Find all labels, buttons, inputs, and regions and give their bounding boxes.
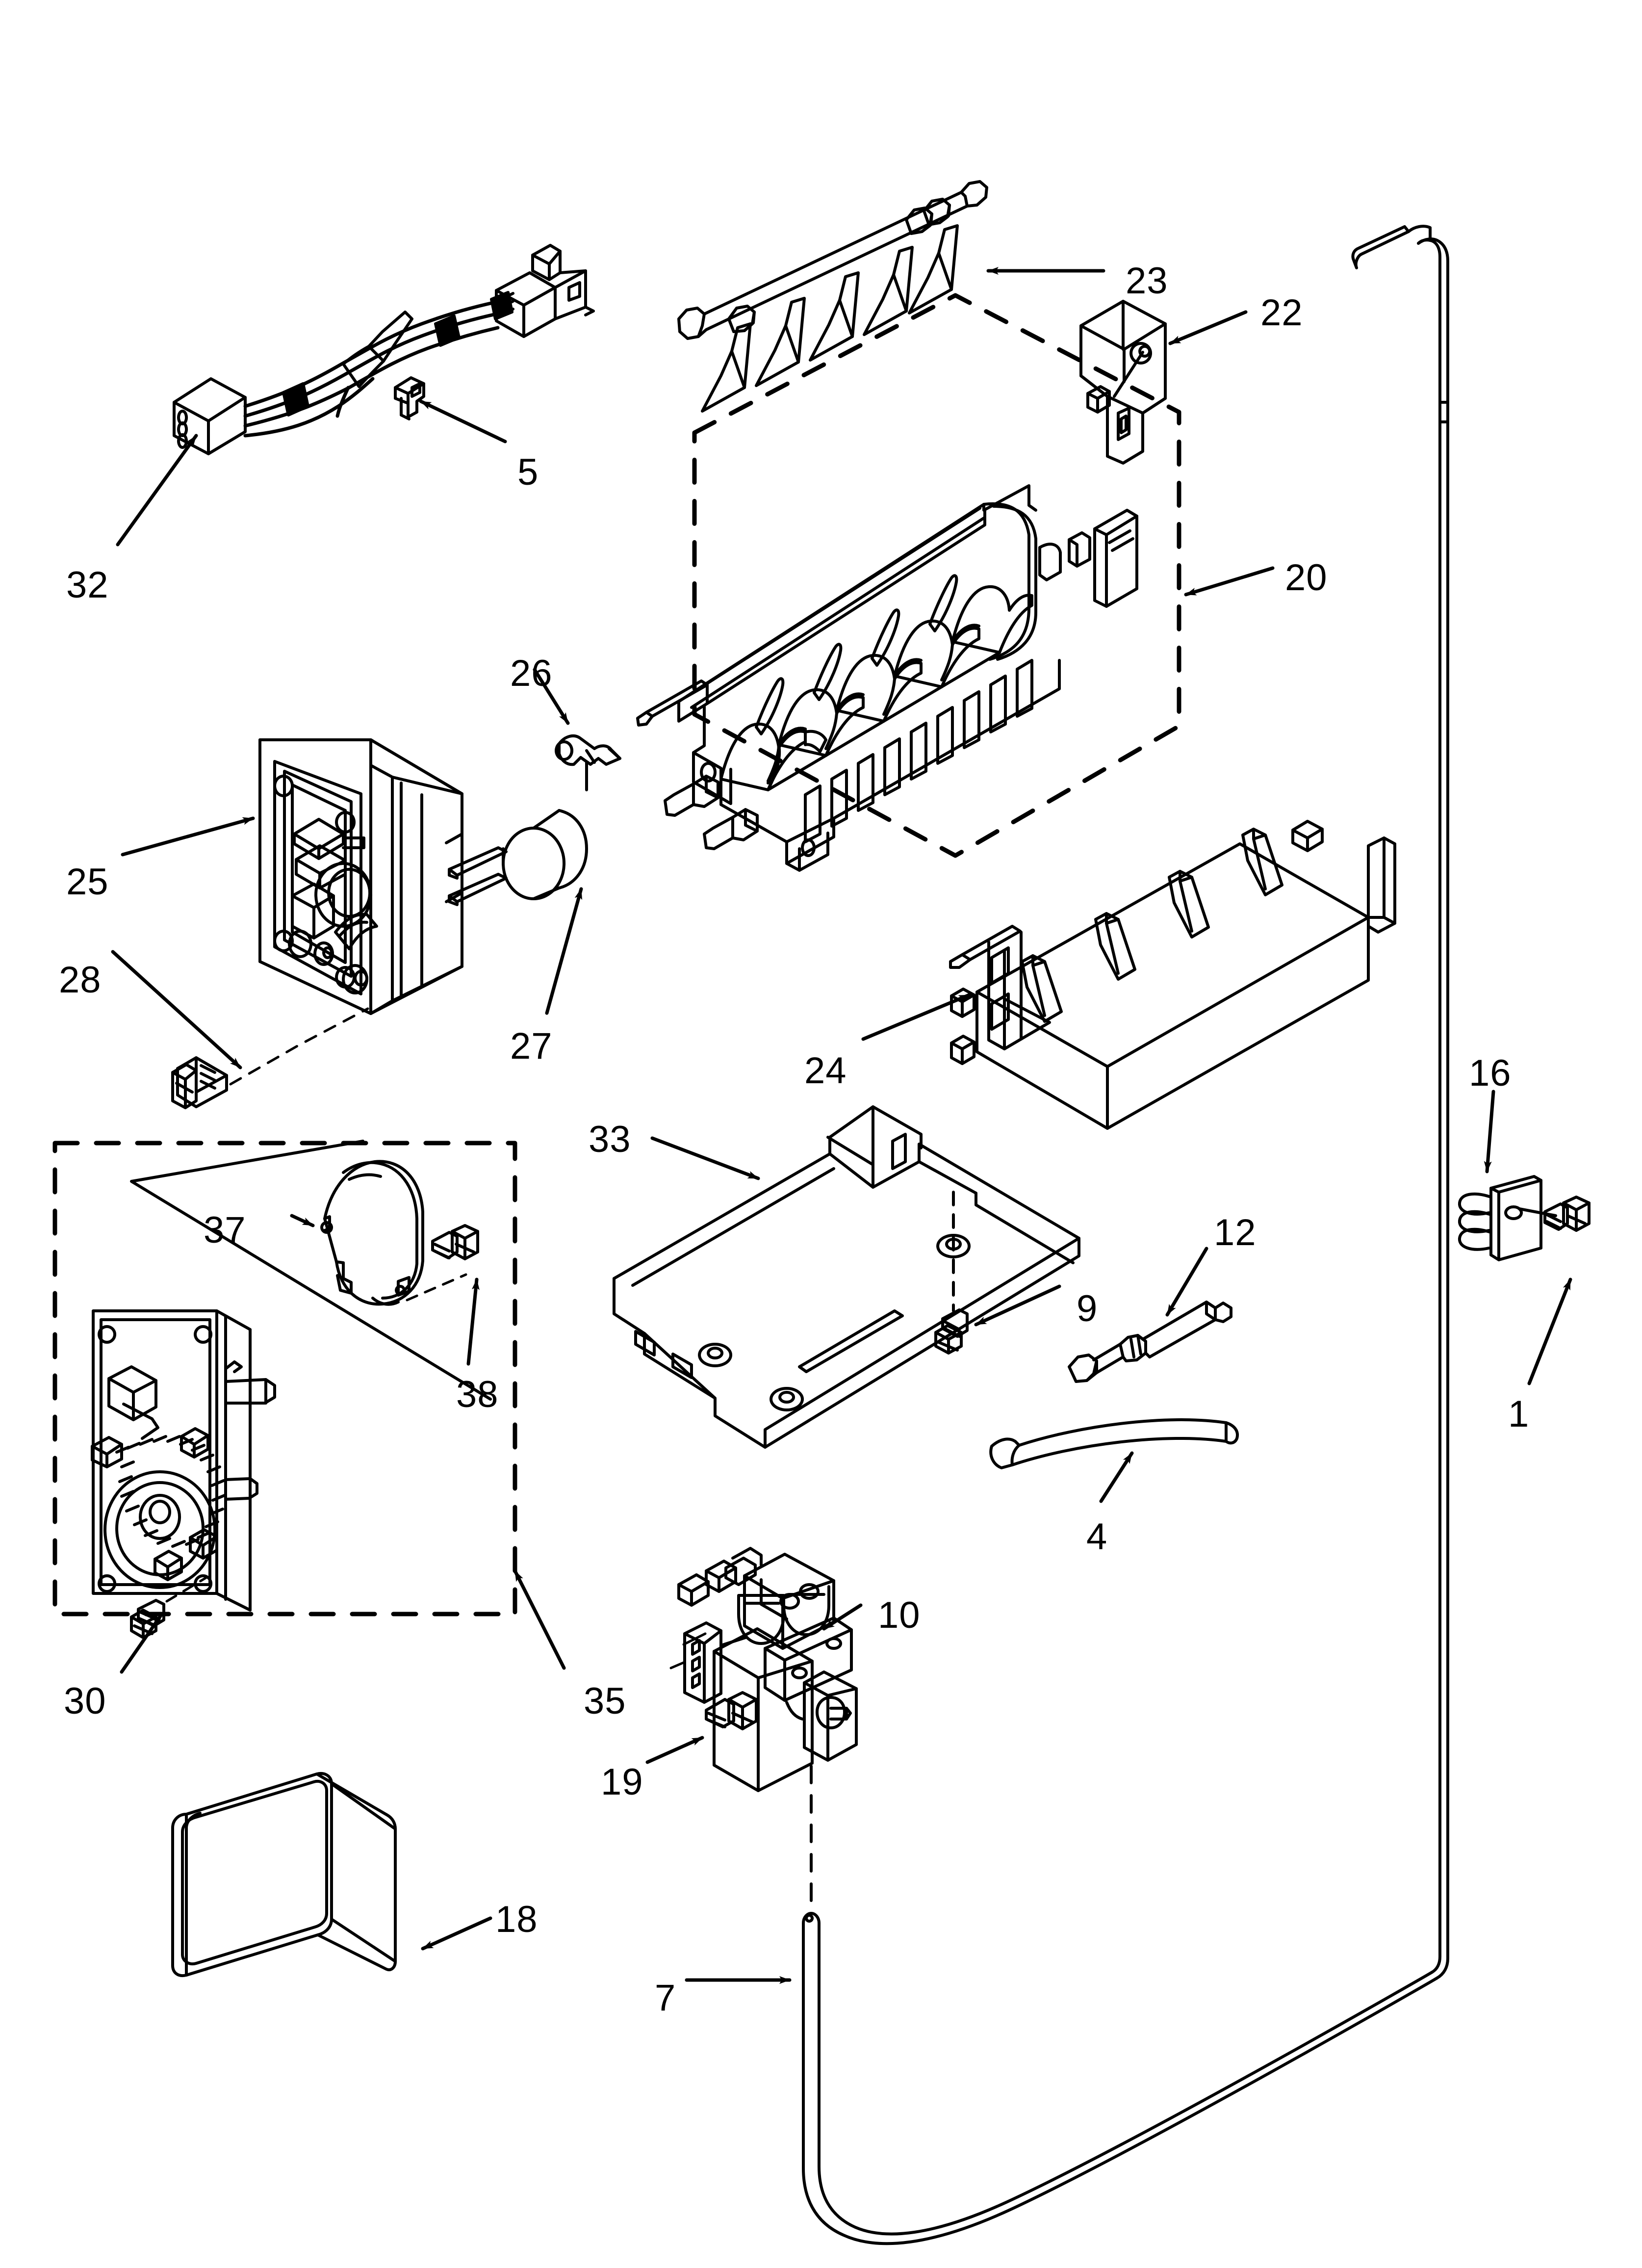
- part-water-fill-cup: [1079, 300, 1167, 465]
- part-gear-plate-screw: [130, 1599, 165, 1639]
- leader-19: [645, 1736, 704, 1764]
- callout-label-1: 1: [1508, 1393, 1530, 1435]
- leader-4: [1099, 1451, 1134, 1503]
- callout-label-35: 35: [584, 1680, 626, 1722]
- callout-label-23: 23: [1126, 260, 1168, 302]
- callout-label-16: 16: [1469, 1052, 1512, 1094]
- callout-label-9: 9: [1077, 1288, 1098, 1330]
- leader-25: [121, 816, 255, 857]
- callout-label-24: 24: [804, 1050, 847, 1092]
- callout-label-10: 10: [878, 1594, 921, 1636]
- part-wiring-harness: [173, 244, 595, 455]
- leader-38: [466, 1277, 480, 1366]
- callout-label-38: 38: [456, 1374, 499, 1415]
- assembly-line-28: [229, 1007, 369, 1086]
- leader-5: [419, 399, 507, 443]
- part-motor-screw: [431, 1224, 479, 1260]
- leader-26: [533, 668, 570, 725]
- part-water-inlet-valve: [677, 1547, 858, 1792]
- assembly-line-37: [406, 1273, 467, 1302]
- part-drive-motor: [320, 1160, 424, 1306]
- part-bimetal-thermostat: [448, 809, 588, 906]
- callout-label-28: 28: [59, 959, 102, 1001]
- callout-label-4: 4: [1086, 1516, 1108, 1558]
- leader-35: [513, 1569, 566, 1670]
- callout-label-30: 30: [64, 1680, 106, 1722]
- leader-9: [974, 1284, 1061, 1327]
- leader-22: [1168, 310, 1248, 345]
- part-harness-clip: [394, 376, 425, 420]
- leader-10: [822, 1603, 863, 1631]
- callout-label-37: 37: [204, 1209, 246, 1251]
- leader-16: [1484, 1090, 1495, 1173]
- part-module-housing: [258, 738, 463, 1015]
- part-ice-stripper: [949, 820, 1396, 1130]
- gear-module-vshape: [130, 1140, 492, 1401]
- callout-label-12: 12: [1214, 1212, 1257, 1253]
- callout-label-32: 32: [66, 564, 109, 606]
- leader-28: [111, 950, 242, 1069]
- part-water-tube-connector: [1068, 1301, 1232, 1383]
- part-spring-clip-bracket: [1458, 1175, 1557, 1261]
- callout-label-18: 18: [495, 1899, 538, 1940]
- part-insulation-block: [171, 1772, 397, 1977]
- callout-label-33: 33: [589, 1119, 631, 1160]
- part-water-fill-tube: [802, 225, 1449, 2245]
- assembly-line-30: [165, 1576, 207, 1603]
- part-mounting-bracket: [613, 1105, 1080, 1449]
- leader-12: [1165, 1247, 1208, 1317]
- part-ice-mold-assembly: [636, 484, 1138, 872]
- callout-label-25: 25: [66, 861, 109, 903]
- part-water-tube-segment: [989, 1418, 1239, 1469]
- part-housing-screw: [171, 1056, 228, 1109]
- part-clip-screw: [1543, 1196, 1591, 1232]
- callout-label-26: 26: [510, 652, 553, 694]
- gear-module-boundary: [52, 1141, 517, 1616]
- leader-32: [116, 434, 198, 547]
- callout-label-7: 7: [655, 1977, 676, 2019]
- ice-mold-boundary: [692, 293, 1181, 858]
- callout-label-20: 20: [1285, 557, 1328, 599]
- leader-33: [650, 1136, 760, 1180]
- leader-37: [290, 1214, 315, 1227]
- part-gear-plate: [91, 1309, 276, 1612]
- callout-label-22: 22: [1260, 292, 1303, 334]
- leader-18: [421, 1916, 492, 1951]
- part-bracket-screw: [934, 1308, 969, 1355]
- part-ejector-arm: [677, 180, 988, 413]
- leader-1: [1527, 1277, 1572, 1385]
- callout-label-19: 19: [601, 1761, 643, 1803]
- callout-label-5: 5: [517, 451, 539, 493]
- part-valve-bracket-screw: [705, 1691, 758, 1730]
- leader-24: [861, 993, 971, 1041]
- part-bimetal-clip: [555, 734, 621, 791]
- leader-20: [1184, 566, 1275, 597]
- callout-label-27: 27: [510, 1025, 553, 1067]
- leader-27: [545, 887, 583, 1015]
